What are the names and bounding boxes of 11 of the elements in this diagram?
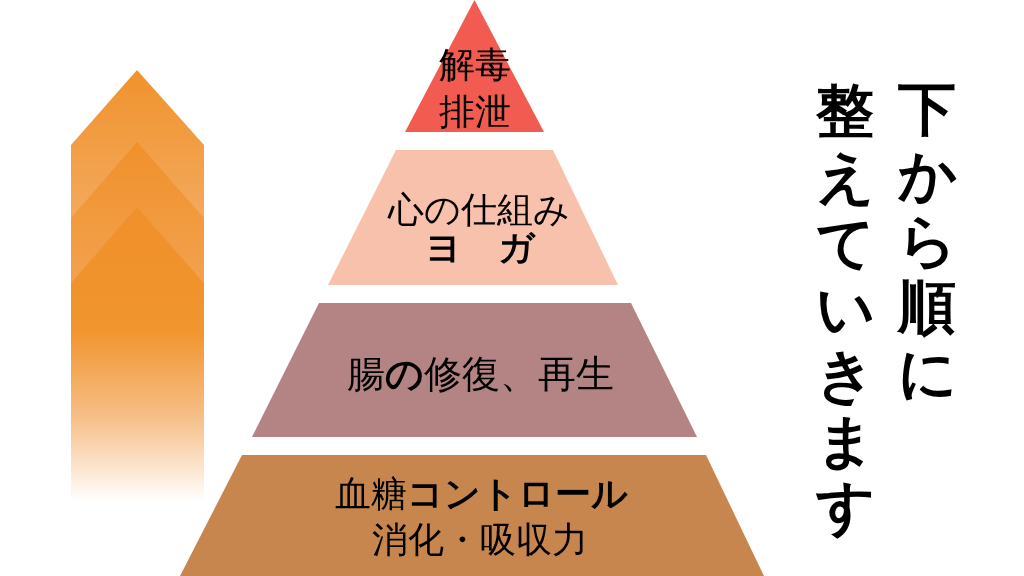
vertical-text: 下から順に (896, 76, 958, 406)
layer-label: 解毒 (439, 43, 511, 87)
layer-label: 腸の修復、再生 (346, 352, 614, 398)
layer-label: 血糖コントロール (334, 472, 628, 516)
layer-label: 消化・吸収力 (372, 518, 588, 562)
pyramid-layer (252, 303, 697, 437)
pyramid-layer (180, 455, 764, 576)
layer-label: 排泄 (439, 90, 511, 134)
pyramid-layer (405, 0, 544, 132)
vertical-text: 整えていきます (814, 78, 876, 540)
pyramid-layer (328, 150, 618, 285)
